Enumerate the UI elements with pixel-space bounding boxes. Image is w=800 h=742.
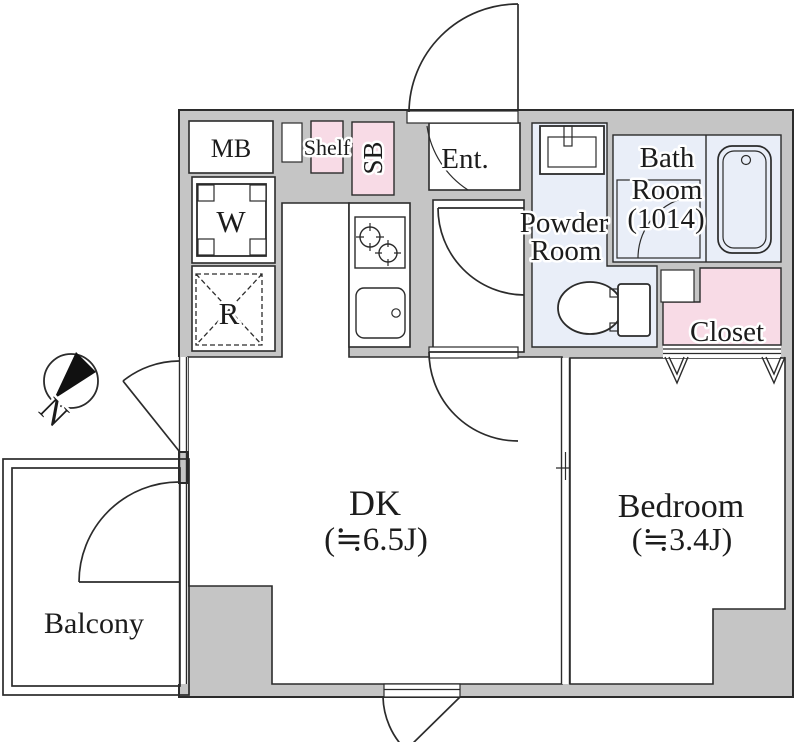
window-leaf xyxy=(122,380,180,452)
bottom-doorway-gap xyxy=(383,683,461,698)
closet-floor xyxy=(662,267,782,346)
washbasin-faucet xyxy=(563,125,573,147)
balcony-door-arc xyxy=(78,481,180,583)
bedroom-size-label: (≒3.4J) xyxy=(632,521,733,557)
closet-front-lines xyxy=(663,348,781,355)
shelf-box xyxy=(310,120,344,174)
bath-room-fixtures xyxy=(616,135,772,262)
balcony-inner-rail xyxy=(11,467,181,687)
window-wall-strip xyxy=(178,357,188,684)
entrance-floor xyxy=(428,122,521,191)
shelf-label: Shelf xyxy=(304,135,351,160)
sliding-door-lines xyxy=(560,358,571,684)
dk-door-arc xyxy=(428,351,519,442)
bath-door-area xyxy=(616,179,701,259)
fridge-outline xyxy=(195,273,263,346)
toilet-icon xyxy=(557,281,651,337)
washer-pan-corner xyxy=(249,184,267,202)
powder-room-label-2: Room xyxy=(531,235,602,267)
washer-pan-corner xyxy=(197,238,215,256)
hall-floor xyxy=(432,199,525,353)
bedroom-label: Bedroom xyxy=(618,488,745,525)
sliding-door xyxy=(556,358,571,684)
dk-size-label: (≒6.5J) xyxy=(324,522,428,558)
bottom-door xyxy=(382,688,461,742)
washer-pan-corner xyxy=(249,238,267,256)
burner-ticks xyxy=(375,240,401,266)
entrance-door xyxy=(408,3,519,191)
toilet-tank xyxy=(617,283,651,337)
hanger-icon xyxy=(761,356,786,385)
washer-pan-corner xyxy=(197,184,215,202)
washer-pan-icon xyxy=(196,183,267,257)
bath-room-label-1: Bath xyxy=(640,142,695,174)
entrance-inner-arc xyxy=(426,125,469,191)
kitchen-counter xyxy=(348,202,411,348)
balcony-outer-rail xyxy=(2,458,190,696)
bath-door-arc xyxy=(637,195,701,259)
pipe-space xyxy=(660,269,695,303)
entrance-door-arc xyxy=(408,3,519,113)
dk-label: DK xyxy=(349,483,401,523)
hanger-icon xyxy=(664,356,689,385)
bottom-door-arc xyxy=(382,696,401,742)
compass xyxy=(43,352,99,409)
refrigerator-label: R xyxy=(219,296,240,331)
bath-room-label-2: Room xyxy=(632,174,703,206)
powder-room-label-1: Powder xyxy=(520,207,609,239)
meter-box-floor xyxy=(188,120,274,174)
compass-needle-icon xyxy=(54,352,96,399)
entrance-doorway-gap xyxy=(406,110,519,124)
bathtub-inner xyxy=(722,150,767,249)
powder-room-door xyxy=(437,207,525,296)
balcony-label: Balcony xyxy=(44,607,144,640)
window-arc xyxy=(122,360,180,382)
bath-room-label-3: (1014) xyxy=(627,203,704,235)
bathtub-icon xyxy=(717,145,772,254)
shoe-box-label: SB xyxy=(358,141,388,174)
closet-label: Closet xyxy=(690,316,764,348)
shoe-box xyxy=(351,121,395,196)
partition-strip xyxy=(561,358,570,684)
balcony-outline xyxy=(2,458,190,696)
entrance-label: Ent. xyxy=(441,143,489,175)
bathtub-drain-icon xyxy=(740,154,752,166)
counter-outline xyxy=(348,202,411,348)
dk-door xyxy=(428,351,519,442)
fridge-niche-floor xyxy=(191,265,276,352)
washer-label: W xyxy=(216,204,246,239)
washbasin-icon xyxy=(539,125,605,175)
toilet-bowl xyxy=(557,281,623,335)
burner-ticks xyxy=(356,223,384,251)
stove-icon xyxy=(354,216,406,269)
wall-notch xyxy=(281,122,303,163)
balcony-door xyxy=(78,481,180,583)
bath-room-floor xyxy=(612,134,782,263)
powder-door-arc xyxy=(437,207,525,296)
fridge-cross xyxy=(195,273,263,346)
bottom-door-leaf xyxy=(412,696,461,742)
kitchen-sink-icon xyxy=(355,287,406,339)
refrigerator-space-icon xyxy=(195,273,263,346)
closet-opening xyxy=(663,345,781,358)
sliding-door-meeting-mark xyxy=(556,452,570,480)
sink-drain-icon xyxy=(391,308,401,318)
dk-window-swing xyxy=(122,360,180,452)
meter-box-label: MB xyxy=(211,134,251,163)
